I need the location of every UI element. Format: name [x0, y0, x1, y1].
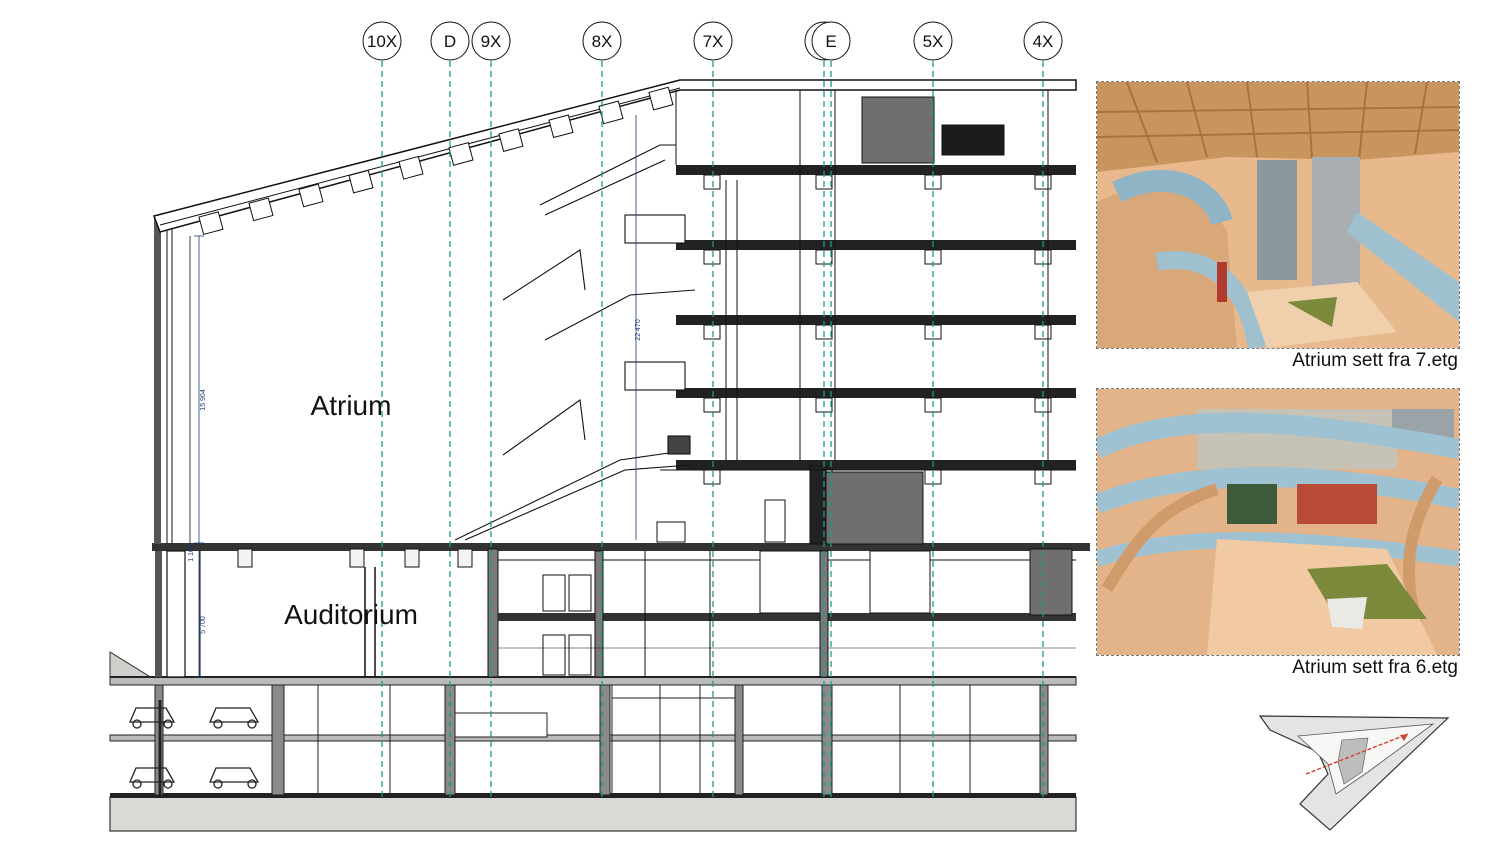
grid-axis-bubble	[471, 21, 511, 61]
atrium-view-6th-floor	[1096, 388, 1460, 656]
roof-beam	[548, 114, 574, 139]
exterior-ramp	[109, 651, 154, 679]
atrium-facade	[154, 218, 191, 544]
grid-axis-d: D	[430, 21, 470, 800]
column-head	[703, 174, 721, 190]
roof-beam	[348, 169, 374, 194]
grid-axis-bubble	[1023, 21, 1063, 61]
grid-axis-5x: 5X	[913, 21, 953, 800]
section-cut-marker	[1305, 733, 1409, 775]
floor-slab	[676, 315, 1076, 325]
atrium-view-7th-floor	[1096, 81, 1460, 349]
key-plan-atrium-hatch	[1337, 737, 1369, 785]
grid-axis-8x: 8X	[582, 21, 622, 800]
grid-axis-bubble	[582, 21, 622, 61]
grid-axis-label: D	[444, 32, 456, 51]
column-head	[703, 324, 721, 340]
grid-axis-label: 10X	[367, 32, 397, 51]
floor-slab	[676, 388, 1076, 398]
upper-office-floors	[656, 90, 1076, 545]
dimension-slab: 1 100	[188, 544, 195, 562]
column-head	[703, 469, 721, 485]
dimension-auditorium-height: 5 700	[200, 616, 207, 634]
key-plan	[1258, 715, 1450, 831]
caption-view-6th-floor: Atrium sett fra 6.etg	[1292, 657, 1458, 678]
room-label-atrium: Atrium	[311, 390, 392, 421]
roof-beam	[298, 183, 324, 208]
caption-view-7th-floor: Atrium sett fra 7.etg	[1292, 350, 1458, 371]
key-plan-inner-courtyard	[1297, 723, 1435, 795]
atrium-stairs	[454, 115, 696, 541]
section-direction-arrow	[1400, 734, 1408, 741]
dimension-atrium-height: 15 904	[200, 389, 207, 411]
grid-axis-label: 5X	[923, 32, 944, 51]
roof-beam	[248, 197, 274, 222]
grid-axis-label: 8X	[592, 32, 613, 51]
roof-beam	[198, 211, 224, 236]
atrium-render-7th-floor	[1097, 82, 1459, 348]
atrium-render-6th-floor	[1097, 389, 1459, 655]
grid-axis-label: 4X	[1033, 32, 1054, 51]
roof-beam	[448, 142, 474, 166]
grid-axis-10x: 10X	[362, 21, 402, 800]
floor-slab	[676, 240, 1076, 250]
auditorium-volume	[152, 543, 1090, 678]
roof	[153, 79, 1077, 236]
roof-beam	[498, 128, 524, 152]
column-head	[703, 249, 721, 265]
lower-office-floors	[487, 548, 1076, 678]
building-section-drawing: 15 904 22 470 1 100 5 700 10XD9X8X7X6XE5…	[109, 21, 1090, 832]
grid-axis-4x: 4X	[1023, 21, 1063, 800]
basement-levels	[109, 676, 1077, 796]
ground-slab	[109, 796, 1077, 832]
basement-floor-line	[110, 793, 1076, 798]
roof-beam	[648, 86, 674, 111]
dimension-total-height: 22 470	[635, 319, 642, 341]
column-head	[703, 397, 721, 413]
grid-axis-bubble	[430, 21, 470, 61]
grid-axis-7x: 7X	[693, 21, 733, 800]
room-label-auditorium: Auditorium	[284, 599, 418, 630]
grid-axis-label: E	[825, 32, 836, 51]
parked-cars	[129, 700, 260, 795]
grid-axes: 10XD9X8X7X6XE5X4X	[362, 21, 1063, 800]
floor-slab	[676, 460, 1076, 470]
grid-axis-label: 9X	[481, 32, 502, 51]
grid-axis-e: E	[811, 21, 851, 800]
grid-axis-bubble	[811, 21, 851, 61]
grid-axis-9x: 9X	[471, 21, 511, 800]
grid-axis-bubble	[913, 21, 953, 61]
roof-beam	[398, 155, 424, 180]
grid-axis-bubble	[693, 21, 733, 61]
grid-axis-bubble	[362, 21, 402, 61]
roof-beam	[598, 100, 624, 125]
grid-axis-label: 7X	[703, 32, 724, 51]
dimension-lines	[194, 235, 204, 678]
floor-slab	[676, 165, 1076, 175]
